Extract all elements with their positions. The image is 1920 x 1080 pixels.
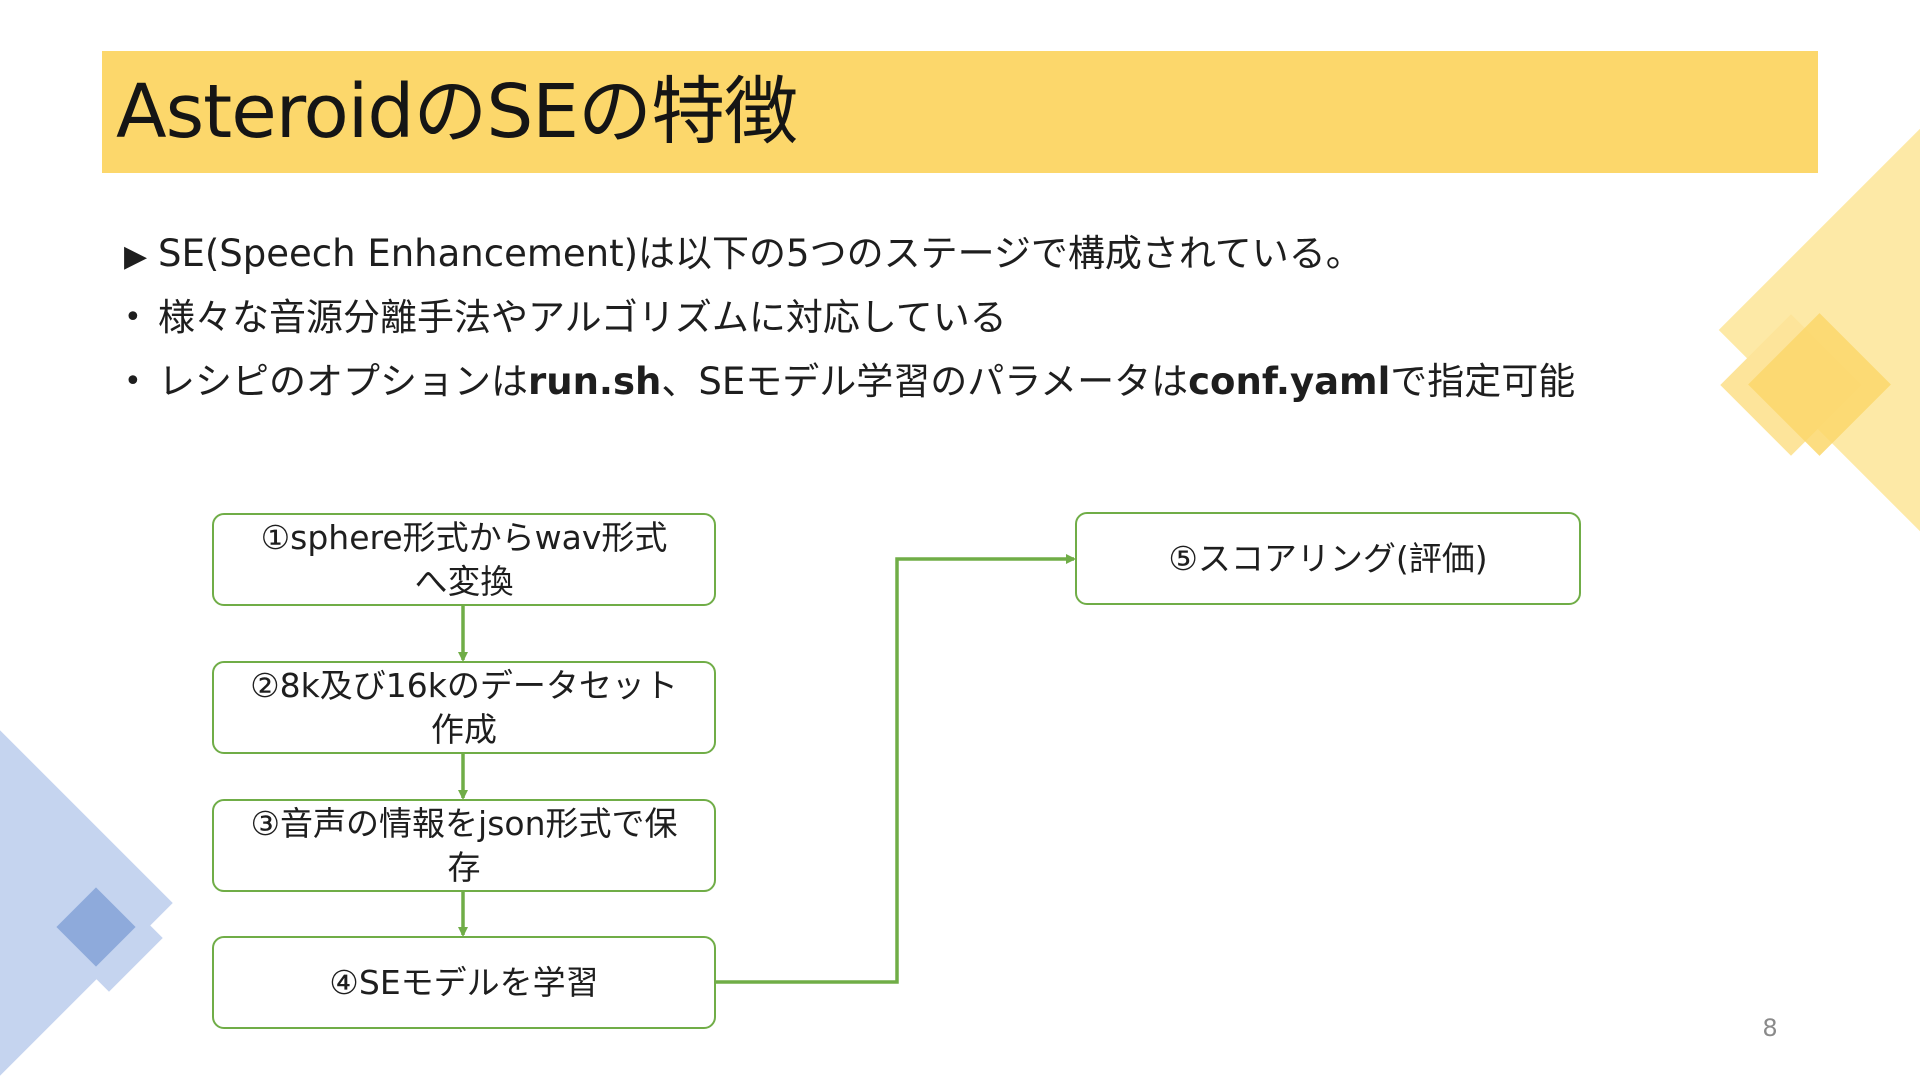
triangle-bullet-icon: ▶ (124, 239, 148, 274)
dot-bullet-icon: • (124, 364, 142, 399)
bullet-item-options: • レシピのオプションはrun.sh、SEモデル学習のパラメータはconf.yam… (124, 350, 1684, 414)
bullet-list: ▶ SE(Speech Enhancement)は以下の5つのステージで構成されて… (124, 222, 1684, 414)
dot-bullet-icon: • (124, 300, 142, 335)
flow-step-3: ③音声の情報をjson形式で保 存 (212, 799, 716, 892)
title-bar: AsteroidのSEの特徴 (102, 51, 1818, 173)
bullet-text: 様々な音源分離手法やアルゴリズムに対応している (158, 296, 1007, 339)
bullet-item-algorithms: • 様々な音源分離手法やアルゴリズムに対応している (124, 286, 1684, 350)
flow-step-text-line1: ⑤スコアリング(評価) (1168, 538, 1488, 578)
connector-step4-step5 (716, 554, 1076, 984)
slide-title: AsteroidのSEの特徴 (116, 69, 798, 155)
flow-step-text-line1: ④SEモデルを学習 (329, 962, 599, 1002)
flow-step-text-line2: 存 (447, 847, 481, 887)
page-number: 8 (1762, 1014, 1778, 1042)
bullet-item-intro: ▶ SE(Speech Enhancement)は以下の5つのステージで構成されて… (124, 222, 1684, 286)
flow-step-text-line1: ③音声の情報をjson形式で保 (250, 803, 678, 843)
bullet-text-bold: conf.yaml (1188, 360, 1391, 403)
flow-step-text-line1: ②8k及び16kのデータセット (250, 665, 678, 705)
bullet-text: で指定可能 (1390, 360, 1576, 403)
flow-step-text-line2: へ変換 (414, 561, 514, 601)
flow-step-4: ④SEモデルを学習 (212, 936, 716, 1029)
flow-step-text-line1: ①sphere形式からwav形式 (260, 517, 668, 557)
flow-step-1: ①sphere形式からwav形式 へ変換 (212, 513, 716, 606)
flow-step-text-line2: 作成 (431, 709, 497, 749)
bullet-text: SE(Speech Enhancement)は以下の5つのステージで構成されてい… (158, 232, 1363, 275)
flow-step-2: ②8k及び16kのデータセット 作成 (212, 661, 716, 754)
bullet-text: 、SEモデル学習のパラメータは (661, 360, 1189, 403)
bullet-text-bold: run.sh (528, 360, 662, 403)
flow-step-5: ⑤スコアリング(評価) (1075, 512, 1581, 605)
bullet-text: レシピのオプションは (158, 360, 528, 403)
